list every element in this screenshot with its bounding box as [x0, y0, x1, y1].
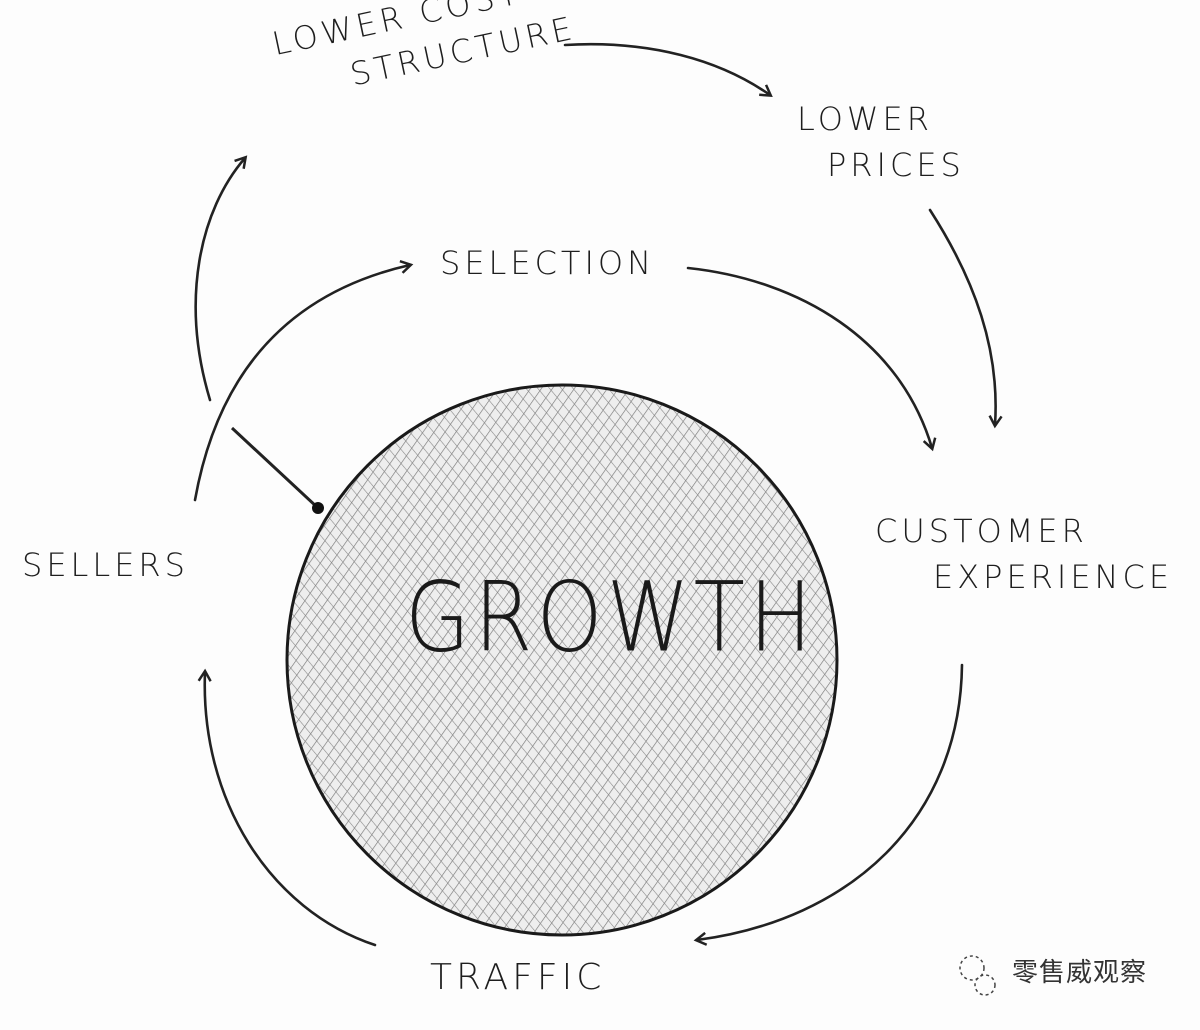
arrow-experience-to-traffic: [697, 663, 964, 940]
node-customer-experience: CUSTOMER EXPERIENCE: [875, 508, 1173, 600]
arrow-traffic-to-sellers: [205, 672, 377, 947]
growth-circle: [285, 383, 839, 937]
node-customer-line2: EXPERIENCE: [933, 558, 1174, 596]
arrow-prices-to-experience: [928, 208, 996, 425]
node-traffic: TRAFFIC: [430, 957, 606, 998]
arrow-cost-to-prices: [563, 43, 770, 95]
arrow-sellers-to-selection: [193, 265, 410, 502]
node-lower-prices: LOWER PRICES: [797, 96, 965, 188]
arrow-selection-to-experience: [686, 266, 932, 448]
sellers-connector: [230, 426, 324, 514]
watermark-text: 零售威观察: [1012, 958, 1148, 988]
arrow-sellers-to-cost: [194, 158, 245, 402]
node-selection: SELECTION: [440, 244, 656, 282]
center-growth-label: GROWTH: [405, 560, 817, 674]
node-lower-prices-line2: PRICES: [827, 146, 965, 184]
node-lower-prices-line1: LOWER: [797, 100, 933, 138]
node-sellers: SELLERS: [22, 546, 189, 584]
node-customer-line1: CUSTOMER: [875, 512, 1088, 550]
